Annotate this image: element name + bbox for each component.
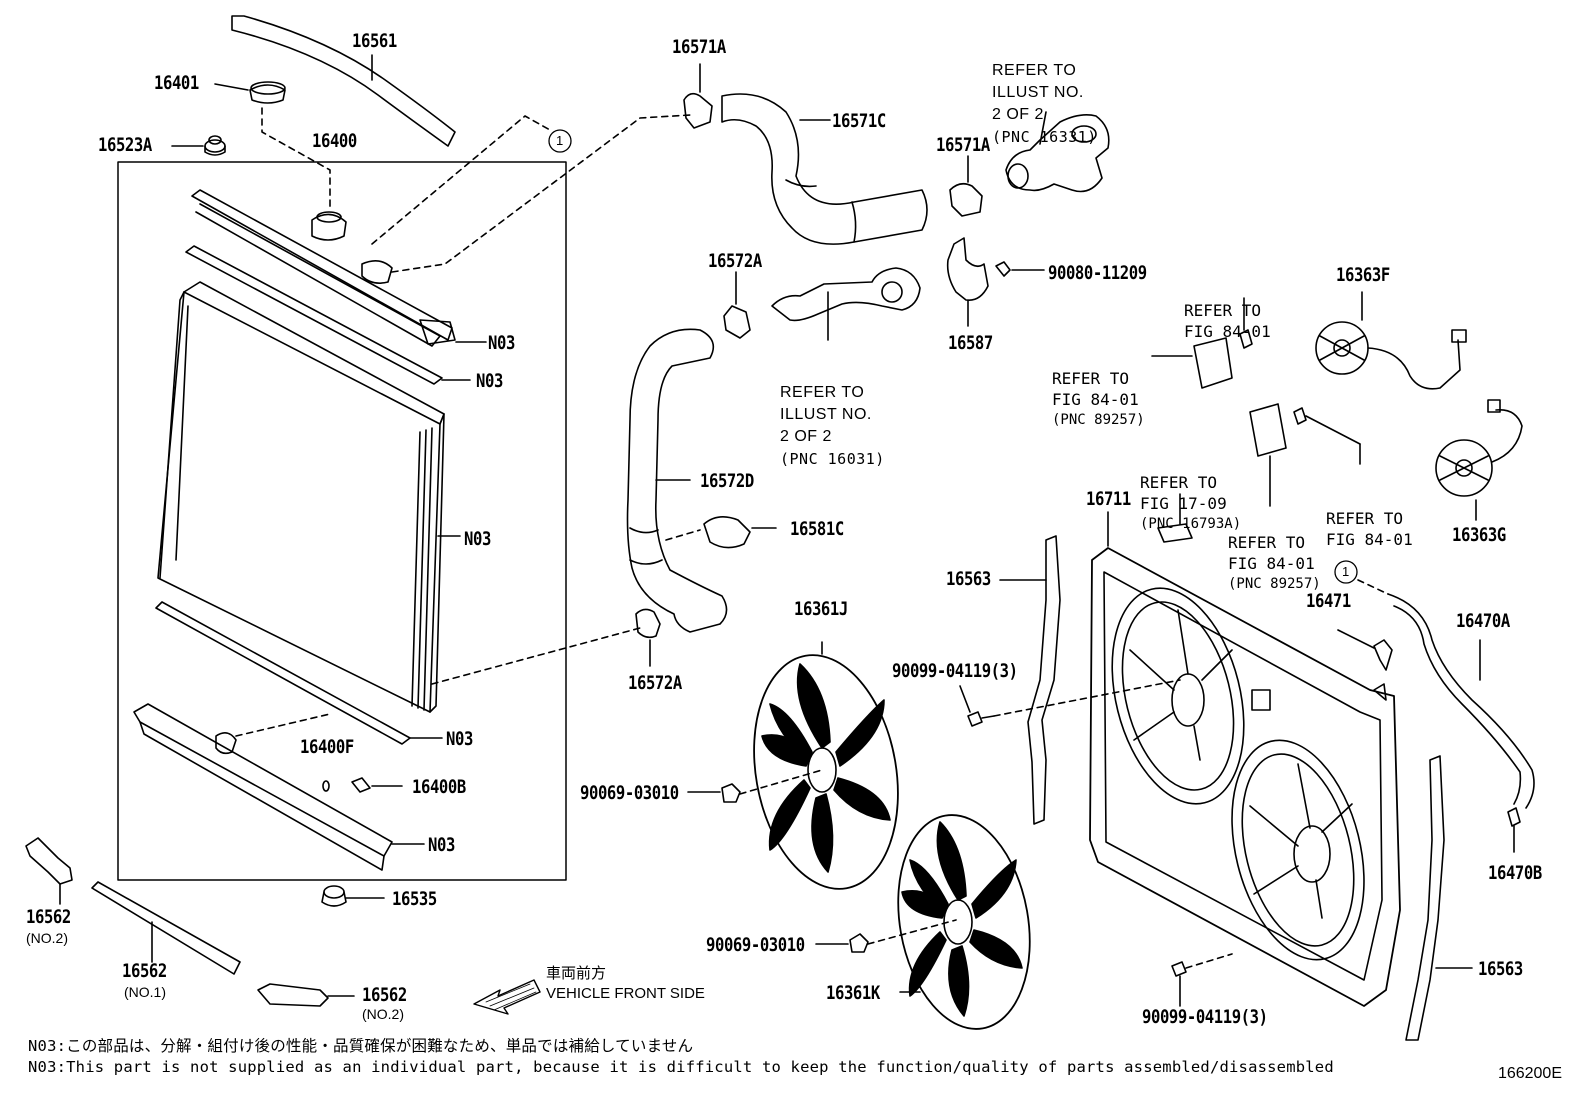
illustration-id: 166200E [1497,1065,1562,1082]
resistor-89257-b [1249,403,1361,507]
label-16361J: 16361J [794,598,848,620]
label-90099-04119-top: 90099-04119(3) [892,660,1018,682]
fan-16361K [897,814,1031,1030]
hose-16572D [626,328,728,633]
gasket-lower [155,601,443,745]
radiator-core [157,281,461,713]
sublabel-no1: (NO.1) [124,984,166,1000]
bolt-90099-bottom [1171,953,1233,1007]
label-16363F: 16363F [1336,264,1390,286]
label-16535: 16535 [392,888,437,910]
note-n03-en: N03:This part is not supplied as an indi… [28,1058,1334,1076]
clamp-16571A-top [683,63,713,129]
label-n03-upper-tank: N03 [488,332,515,354]
nut-90069-top [687,769,823,803]
callout-marker-1-right: 1 [1342,564,1350,579]
vehicle-front-label: 車両前方 VEHICLE FRONT SIDE [546,965,705,1002]
lower-tank [133,703,425,871]
label-plate-16793A [1157,493,1193,543]
reservoir-hose-16470A [1387,593,1535,809]
gasket-upper [185,245,471,385]
nut-90069-bottom [815,919,957,953]
drain-cock-16471 [1337,629,1393,671]
label-n03-core: N03 [464,528,491,550]
clamp-16572A-bottom [635,608,661,667]
bolt-90099-top [959,679,1181,727]
seal-16562-no2-bottom [257,983,355,1007]
label-16587: 16587 [948,332,993,354]
sublabel-no2-left: (NO.2) [26,930,68,946]
sublabel-no2-bottom: (NO.2) [362,1006,404,1022]
callout-marker-1-left: 1 [556,133,564,148]
hose-16571C [721,93,928,245]
clamp-16581C [665,516,777,549]
label-16581C: 16581C [790,518,844,540]
clip-16470B [1507,807,1521,853]
label-16562-no2-bottom: 16562 [362,984,407,1006]
label-16471: 16471 [1306,590,1351,612]
label-16572D: 16572D [700,470,754,492]
label-n03-lower-tank: N03 [428,834,455,856]
label-16571A-right: 16571A [936,134,990,156]
seal-16563-left [999,535,1061,825]
label-n03-gasket-upper: N03 [476,370,503,392]
mount-16535 [321,885,385,907]
seal-16563-right [1405,755,1473,1041]
water-inlet-16031 [771,267,921,341]
seal-16562-no1 [91,881,241,975]
fan-motor-16363G [1435,399,1523,521]
seal-16562-no2-left [25,837,73,905]
label-16401: 16401 [154,72,199,94]
grommet-16523A [171,135,226,156]
label-16711: 16711 [1086,488,1131,510]
label-16571C: 16571C [832,110,886,132]
water-outlet-16331 [1005,111,1110,193]
clamp-16572A-top [723,271,751,339]
label-16572A-bottom: 16572A [628,672,682,694]
label-16523A: 16523A [98,134,152,156]
label-90080-11209: 90080-11209 [1048,262,1147,284]
clamp-16571A-right [949,155,983,217]
label-16563-left: 16563 [946,568,991,590]
label-16562-no1: 16562 [122,960,167,982]
label-16571A-top: 16571A [672,36,726,58]
fan-shroud-16711 [1089,511,1401,1007]
label-16561: 16561 [352,30,397,52]
label-n03-gasket-lower: N03 [446,728,473,750]
label-16361K: 16361K [826,982,880,1004]
label-16470B: 16470B [1488,862,1542,884]
note-n03-jp: N03:この部品は、分解・組付け後の性能・品質確保が困難なため、単品では補給して… [28,1037,694,1055]
radiator-group-box [117,161,567,881]
label-16562-no2-left: 16562 [26,906,71,928]
label-90069-03010-bottom: 90069-03010 [706,934,805,956]
resistor-89257-a [1151,297,1253,389]
label-16400: 16400 [312,130,357,152]
label-16470A: 16470A [1456,610,1510,632]
upper-tank-16400 [191,189,487,347]
fan-16361J [753,641,899,890]
label-16400B: 16400B [412,776,466,798]
label-16363G: 16363G [1452,524,1506,546]
label-16563-right: 16563 [1478,958,1523,980]
vehicle-front-arrow [473,979,541,1015]
label-16572A-top: 16572A [708,250,762,272]
label-16400F: 16400F [300,736,354,758]
fan-motor-16363F [1315,291,1467,390]
bracket-16587 [946,237,1045,327]
seal-16561 [231,15,456,147]
label-90069-03010-top: 90069-03010 [580,782,679,804]
label-90099-04119-bottom: 90099-04119(3) [1142,1006,1268,1028]
radiator-cap-16401 [214,81,286,104]
